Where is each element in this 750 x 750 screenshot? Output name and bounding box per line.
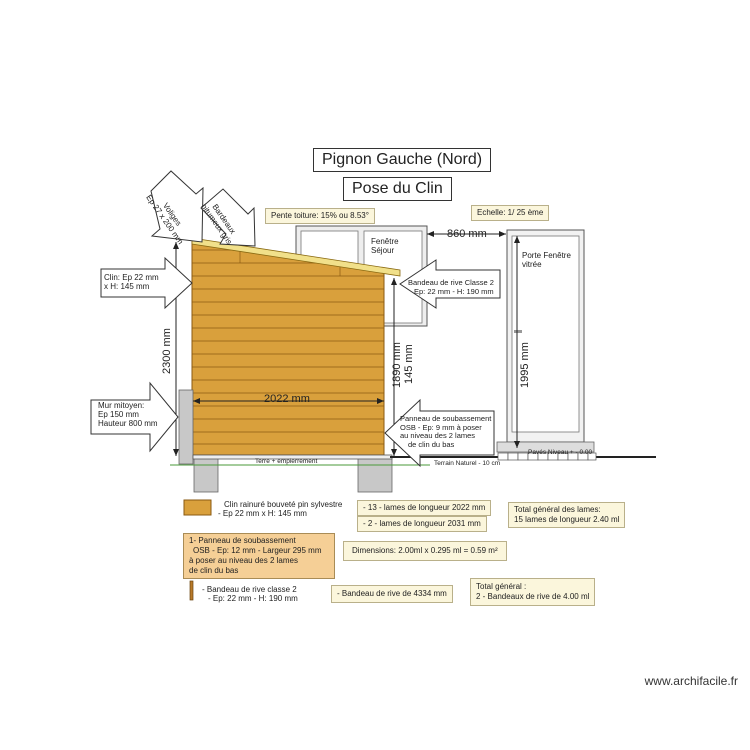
paves-tiles [497,452,597,461]
legend-total-bandeau: Total général : 2 - Bandeaux de rive de … [470,578,596,606]
label-porte-line2: vitrée [522,260,542,269]
label-panneau-line3: au niveau des 2 lames [400,431,476,440]
legend-bandeau-line1: - Bandeau de rive classe 2 [202,585,297,594]
label-clin-line2: x H: 145 mm [104,282,150,291]
arrow-bardeaux [200,188,256,247]
dim-2300: 2300 mm [161,328,173,374]
legend-clin-line1: Clin rainuré bouveté pin sylvestre [224,500,343,509]
legend-total-bandeau-line2: 2 - Bandeaux de rive de 4.00 ml [476,592,590,601]
legend-osb-line1: 1- Panneau de soubassement [189,536,296,545]
label-paves: Pavés Niveau + - 0.00 [528,449,593,456]
label-clin: Clin: Ep 22 mm x H: 145 mm [104,273,159,291]
label-panneau-line1: Panneau de soubassement [400,414,492,423]
note-echelle: Echelle: 1/ 25 ème [471,205,550,221]
label-panneau: Panneau de soubassement OSB - Ep: 9 mm à… [400,414,492,449]
arrow-bandeau [399,259,501,309]
label-porte-line1: Porte Fenêtre [522,251,571,260]
legend-total-lames-line1: Total général des lames: [514,505,601,514]
dim-1890: 1890 mm [391,342,403,388]
label-mur-line1: Mur mitoyen: [98,401,145,410]
legend-clin-line2: - Ep 22 mm x H: 145 mm [218,509,307,518]
legend-osb-line4: de clin du bas [189,566,239,575]
legend-lames13: - 13 - lames de longueur 2022 mm [357,500,492,516]
legend-bandeau-4334: - Bandeau de rive de 4334 mm [331,585,453,603]
cladding-wall [191,241,385,456]
dim-1995: 1995 mm [519,342,531,388]
dim-145: 145 mm [403,344,415,384]
legend-clin-swatch [183,499,212,516]
legend-osb-line2: OSB - Ep: 12 mm - Largeur 295 mm [193,546,322,555]
legend-total-lames-line2: 15 lames de longueur 2.40 ml [514,515,620,524]
label-mur-line2: Ep 150 mm [98,410,139,419]
label-mur-line3: Hauteur 800 mm [98,419,158,428]
bandeau-de-rive [191,237,401,277]
mur-mitoyen [178,389,194,465]
legend-total-bandeau-line1: Total général : [476,582,527,591]
legend-bandeau-line2: - Ep: 22 mm - H: 190 mm [208,594,298,603]
legend-osb-line3: à poser au niveau des 2 lames [189,556,298,565]
note-pente: Pente toiture: 15% ou 8.53° [265,208,375,224]
label-panneau-line2: OSB - Ep: 9 mm à poser [400,422,482,432]
label-mur: Mur mitoyen: Ep 150 mm Hauteur 800 mm [98,401,158,428]
arrow-clin [100,256,193,310]
page-title: Pignon Gauche (Nord) [313,148,492,172]
label-terre: Terre + empierrement [255,458,318,465]
legend-clin: Clin rainuré bouveté pin sylvestre - Ep … [218,500,342,518]
legend-lames2: - 2 - lames de longueur 2031 mm [357,516,487,532]
arrow-panneau [384,398,495,468]
label-fenetre-line1: Fenêtre [371,237,399,246]
legend-bandeau: - Bandeau de rive classe 2 - Ep: 22 mm -… [202,585,298,603]
dim-860: 860 mm [447,228,487,240]
legend-total-lames: Total général des lames: 15 lames de lon… [508,502,626,528]
arrow-voliges [150,170,204,243]
arrow-mur [90,381,179,453]
label-bandeau: Bandeau de rive Classe 2 Ep: 22 mm - H: … [408,278,494,296]
pillar-right [357,457,393,493]
label-terrain: Terrain Naturel - 10 cm [434,460,501,467]
legend-bandeau-swatch [189,580,194,601]
porte-fenetre [496,229,595,453]
legend-osb: 1- Panneau de soubassement OSB - Ep: 12 … [183,533,335,579]
label-clin-line1: Clin: Ep 22 mm [104,273,159,282]
footer-watermark: www.archifacile.fr [644,674,738,688]
label-fenetre: Fenêtre Séjour [371,237,399,255]
label-bandeau-line1: Bandeau de rive Classe 2 [408,278,494,287]
label-porte: Porte Fenêtre vitrée [522,251,571,269]
dim-2022: 2022 mm [264,393,310,405]
label-panneau-line4: de clin du bas [408,439,455,449]
label-bandeau-line2: Ep: 22 mm - H: 190 mm [414,287,494,296]
page-subtitle: Pose du Clin [343,177,452,201]
legend-dimensions: Dimensions: 2.00ml x 0.295 ml = 0.59 m² [343,541,507,561]
pillar-left [193,457,219,493]
label-fenetre-line2: Séjour [371,246,395,255]
